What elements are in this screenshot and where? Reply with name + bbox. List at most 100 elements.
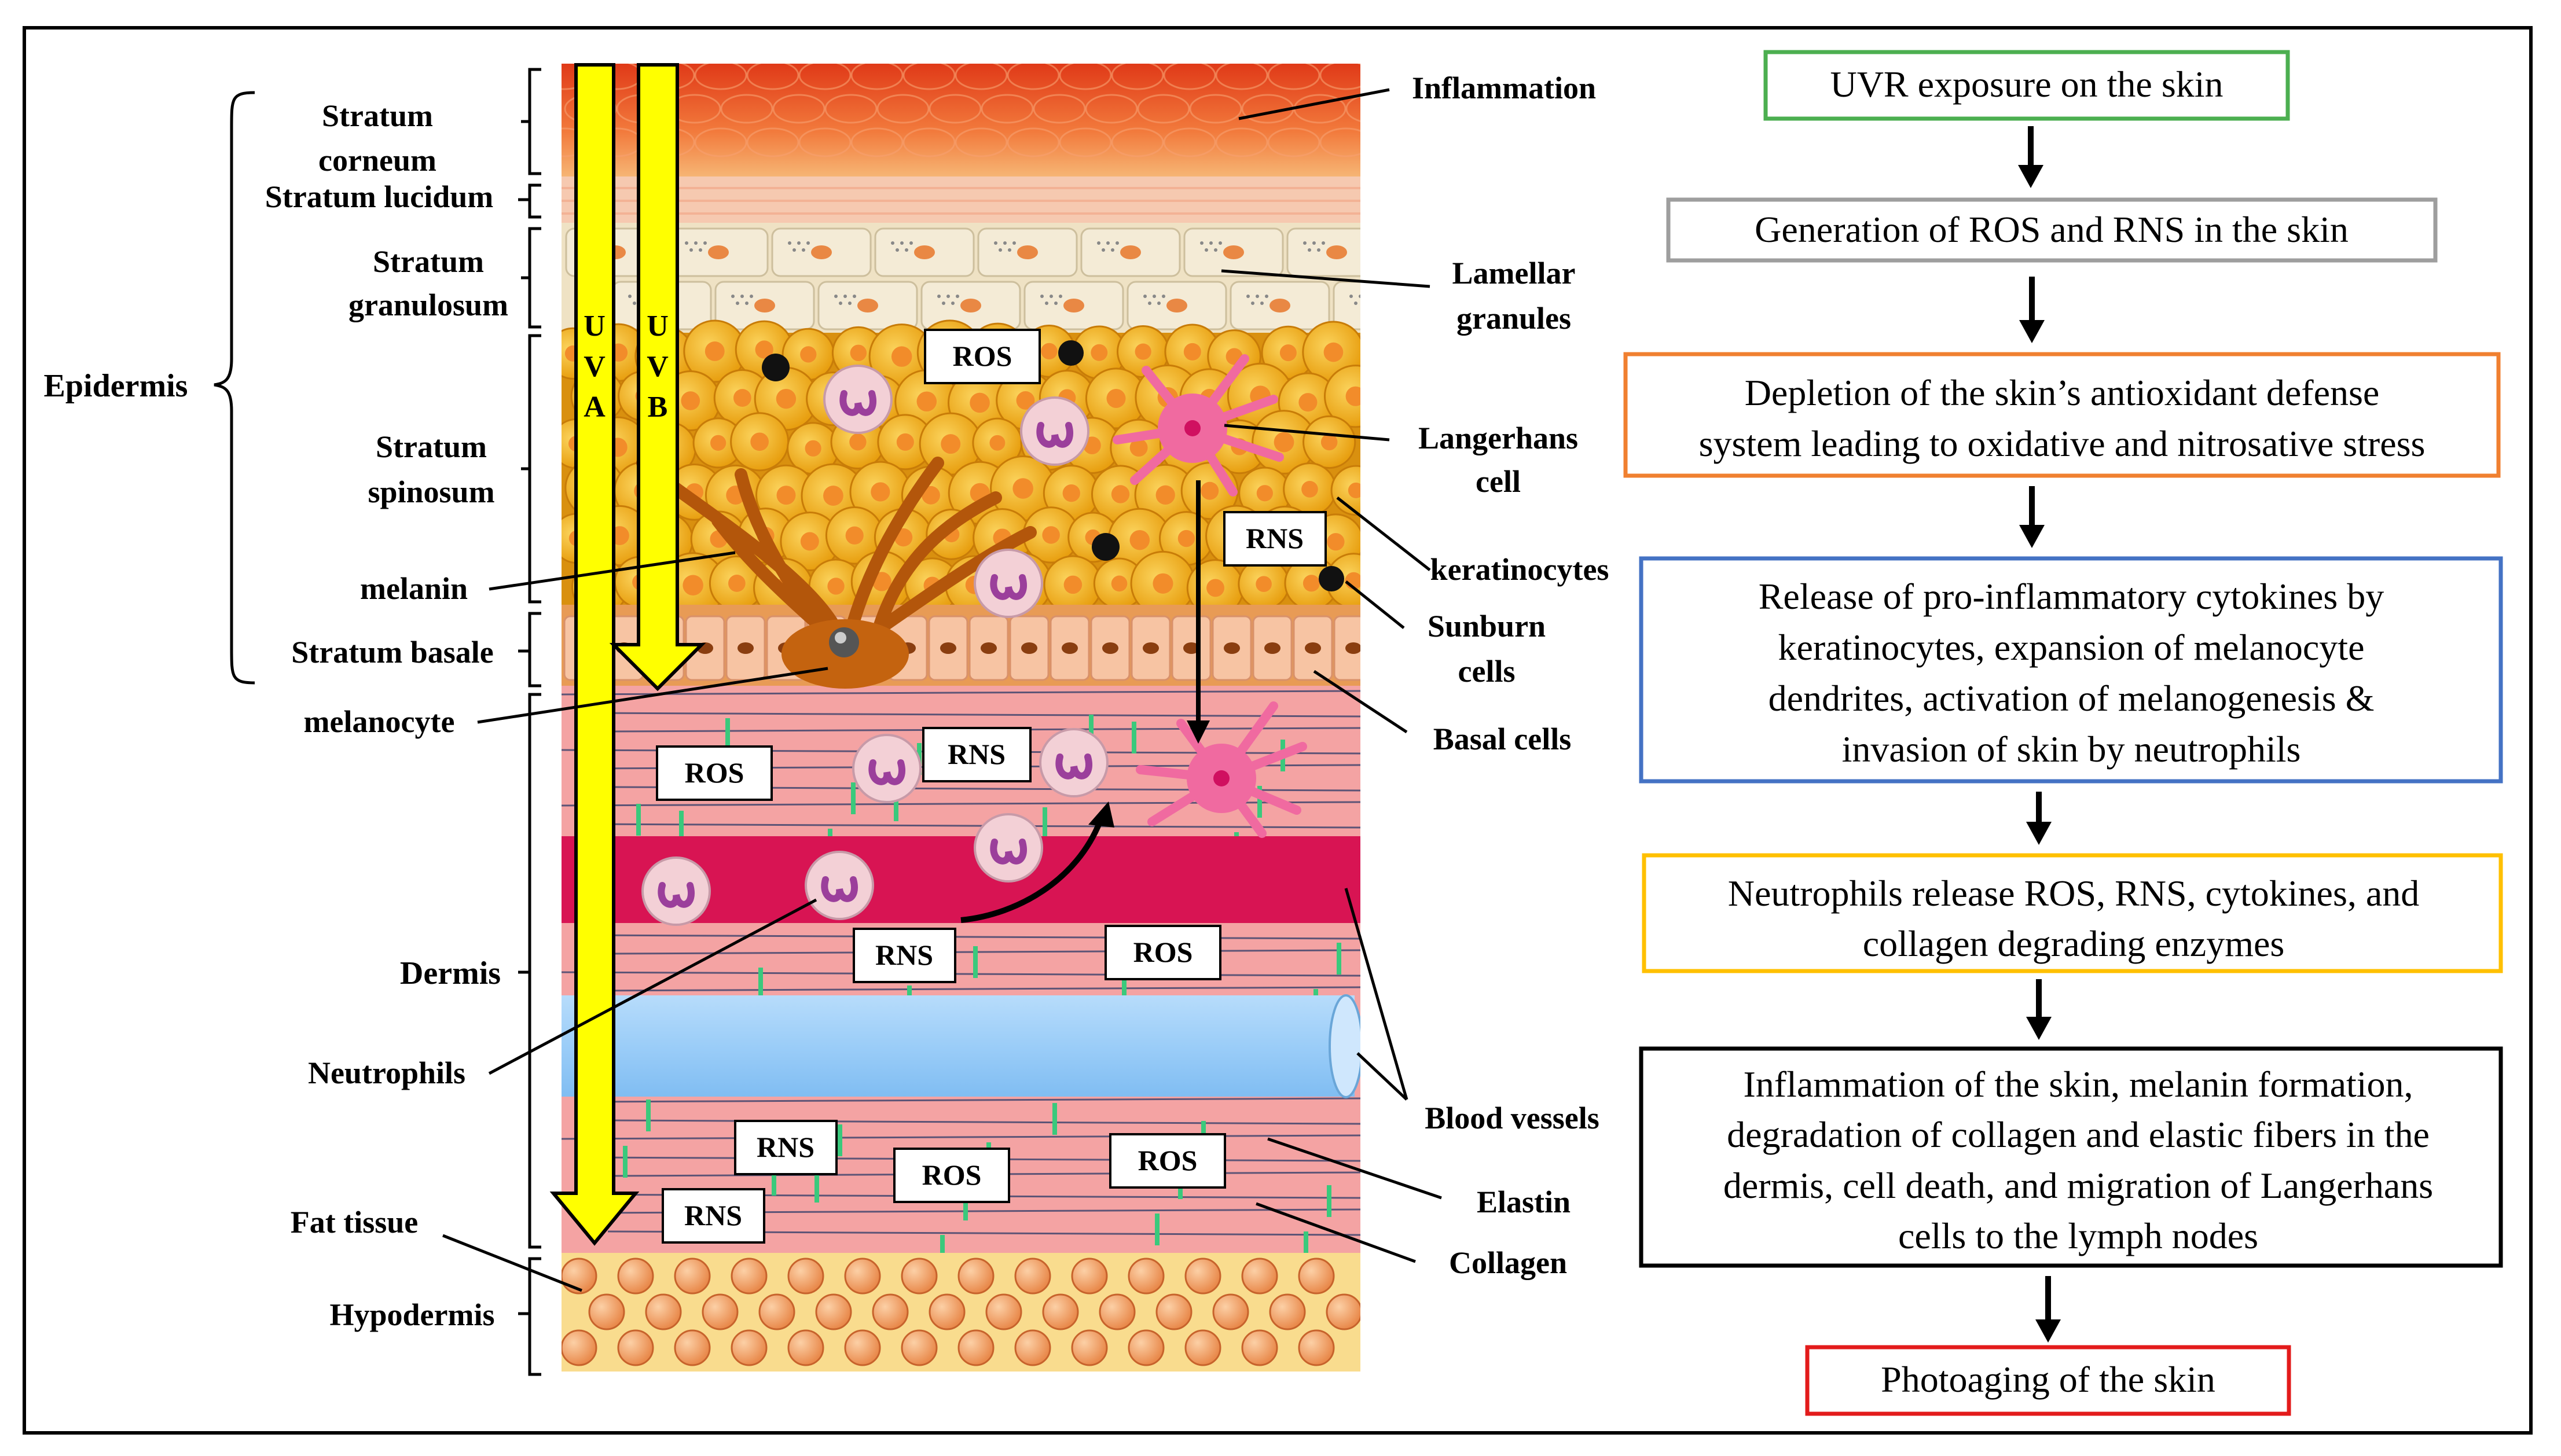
corneum-tile <box>824 94 878 124</box>
lamellar-granule <box>788 241 791 245</box>
lamellar-granule <box>1214 248 1217 252</box>
species-box-1 <box>924 329 1041 384</box>
lamellar-granule <box>937 295 941 298</box>
fat-cell <box>872 1293 909 1330</box>
fat-cell <box>787 1329 824 1366</box>
flow-text-4-line-4: invasion of skin by neutrophils <box>1842 729 2301 770</box>
label-lamellar-1: Lamellar <box>1452 256 1576 291</box>
fat-cell <box>1269 1293 1306 1330</box>
flow-text-2-line-1: Generation of ROS and RNS in the skin <box>1755 209 2349 250</box>
neutrophil <box>641 856 711 926</box>
lamellar-granule <box>839 302 842 305</box>
label-lamellar-2: granules <box>1456 301 1571 336</box>
keratinocyte-nucleus <box>1135 343 1151 360</box>
fat-cell <box>562 1329 597 1366</box>
keratinocyte-nucleus <box>805 440 821 457</box>
flow-text-6-line-3: dermis, cell death, and migration of Lan… <box>1723 1165 2433 1206</box>
flow-step-6: Inflammation of the skin, melanin format… <box>1639 1046 2503 1268</box>
lamellar-granule <box>745 302 749 305</box>
granulosum-cell <box>1333 281 1360 330</box>
sunburn-cells <box>762 340 1344 591</box>
keratinocyte-nucleus <box>1323 342 1344 362</box>
collagen-fiber <box>584 1097 1360 1103</box>
granulosum-nucleus <box>914 245 935 259</box>
collagen-fiber <box>584 986 1360 992</box>
basal-nucleus <box>1021 642 1037 654</box>
species-box-3 <box>656 745 773 801</box>
lamellar-granule <box>633 302 636 305</box>
lamellar-granule <box>1054 302 1058 305</box>
corneum-tile <box>1111 64 1164 90</box>
species-label-4: RNS <box>948 738 1006 770</box>
neutrophil <box>852 734 922 803</box>
keratinocyte-nucleus <box>1129 439 1148 457</box>
lamellar-granule <box>1251 302 1254 305</box>
lamellar-granule <box>1106 241 1110 245</box>
corneum-tile <box>876 94 930 124</box>
lamellar-granule <box>853 295 856 298</box>
flow-arrow-1 <box>2018 126 2043 188</box>
keratinocyte-nucleus <box>1111 485 1130 503</box>
lamellar-granule <box>1256 295 1259 298</box>
fat-cell <box>588 1293 625 1330</box>
label-basal-cells: Basal cells <box>1433 722 1572 756</box>
fat-cell <box>929 1293 966 1330</box>
species-label-8: ROS <box>922 1159 982 1191</box>
label-stratum-granulosum-1: Stratum <box>373 244 484 279</box>
fat-cell <box>1071 1329 1108 1366</box>
collagen-fiber <box>584 712 1360 718</box>
langerhans-cell-dermis <box>1136 701 1307 838</box>
lamellar-granule <box>1354 302 1357 305</box>
keratinocyte-nucleus <box>1256 576 1272 593</box>
lamellar-granule <box>797 241 801 245</box>
corneum-tile <box>1319 64 1360 90</box>
label-sunburn-1: Sunburn <box>1428 609 1546 644</box>
corneum-tile <box>1267 64 1320 90</box>
fat-cell <box>1298 1258 1335 1295</box>
keratinocyte-nucleus <box>1153 573 1173 594</box>
basal-nucleus <box>1183 642 1199 654</box>
flow-arrow-6 <box>2035 1276 2061 1343</box>
label-fat-tissue: Fat tissue <box>291 1205 418 1240</box>
corneum-tile <box>1085 94 1138 124</box>
uva-letter-3: A <box>584 391 606 424</box>
flow-step-4: Release of pro-inflammatory cytokines by… <box>1639 556 2503 784</box>
keratinocyte-nucleus <box>1298 393 1318 412</box>
lamellar-granule <box>1359 295 1360 298</box>
flow-arrow-4 <box>2026 792 2052 845</box>
flow-text-3-line-1: Depletion of the skin’s antioxidant defe… <box>1745 372 2380 413</box>
lamellar-granule <box>1012 241 1016 245</box>
lamellar-granule <box>834 295 838 298</box>
granulosum-nucleus <box>857 299 878 312</box>
granulosum-cell <box>1286 227 1360 277</box>
species-label-9: ROS <box>1138 1144 1198 1176</box>
fat-cell <box>844 1258 881 1295</box>
fat-cell <box>731 1258 768 1295</box>
corneum-tile <box>1345 95 1360 122</box>
lamellar-granule <box>1153 295 1156 298</box>
label-stratum-basale: Stratum basale <box>291 635 494 670</box>
corneum-tile <box>772 94 825 124</box>
lamellar-granule <box>792 248 796 252</box>
corneum-tile <box>1059 64 1112 90</box>
keratinocyte-nucleus <box>922 486 940 505</box>
keratinocyte-nucleus <box>1111 575 1128 592</box>
corneum-tile <box>694 64 747 90</box>
corneum-tile <box>902 64 956 90</box>
lamellar-granule <box>689 248 693 252</box>
keratinocyte-nucleus <box>989 435 1006 451</box>
fat-cell <box>957 1258 995 1295</box>
corneum-tile <box>1111 127 1164 157</box>
lamellar-granule <box>951 302 955 305</box>
lamellar-granule <box>1200 241 1204 245</box>
keratinocyte-nucleus <box>683 575 703 595</box>
fat-cell <box>1071 1258 1108 1295</box>
basal-nucleus <box>940 642 956 654</box>
fat-cell <box>1014 1258 1051 1295</box>
right-labels: Inflammation Lamellar granules Langerhan… <box>1412 71 1609 1280</box>
neutrophil-nucleus <box>658 882 695 908</box>
species-label-6: ROS <box>1133 936 1193 968</box>
species-box-5 <box>853 928 956 983</box>
collagen-fiber <box>584 934 1360 940</box>
lamellar-granule <box>900 241 904 245</box>
